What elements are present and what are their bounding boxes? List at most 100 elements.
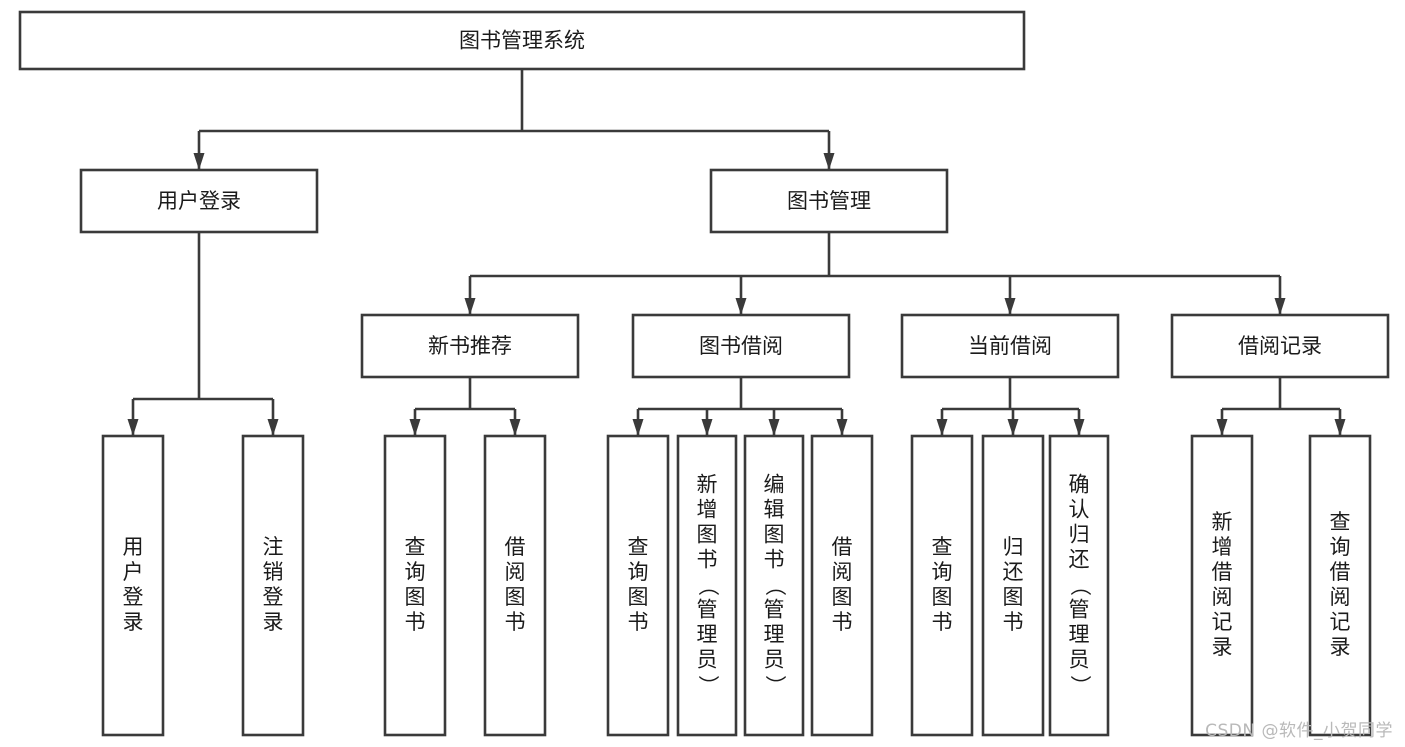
node-box-leaf-edit-book-admin[interactable] — [743, 434, 805, 737]
node-label-book-management: 图书管理 — [787, 189, 871, 213]
node-label-leaf-return-book-char-1: 还 — [1003, 560, 1024, 584]
node-label-leaf-confirm-return-admin-char-4: （ — [1068, 575, 1092, 596]
arrow-head-leaf-user-login-1 — [267, 419, 279, 436]
node-label-leaf-query-book-char-1: 询 — [628, 560, 649, 584]
arrow-head-leaf-book-borrow-0 — [632, 419, 644, 436]
node-label-leaf-edit-book-admin-char-6: 理 — [764, 623, 785, 647]
node-box-user-login[interactable] — [79, 168, 319, 234]
node-box-leaf-query-book-current[interactable] — [910, 434, 974, 737]
arrow-head-book-management-0 — [464, 298, 476, 315]
node-label-leaf-edit-book-admin-char-7: 员 — [764, 648, 785, 672]
node-box-leaf-query-borrow-record[interactable] — [1308, 434, 1372, 737]
node-label-leaf-query-book-current-char-3: 书 — [932, 610, 953, 634]
node-label-leaf-add-borrow-record-char-2: 借 — [1212, 560, 1233, 584]
node-box-leaf-borrow-book-recommend[interactable] — [483, 434, 547, 737]
node-label-leaf-edit-book-admin-char-0: 编 — [764, 473, 785, 497]
node-label-leaf-add-borrow-record-char-5: 录 — [1212, 635, 1233, 659]
node-label-leaf-borrow-book-recommend-char-3: 书 — [505, 610, 526, 634]
arrow-head-book-management-1 — [735, 298, 747, 315]
node-label-leaf-user-login-char-1: 户 — [123, 560, 144, 584]
node-label-leaf-edit-book-admin-char-5: 管 — [764, 598, 785, 622]
node-label-leaf-confirm-return-admin-char-6: 理 — [1069, 623, 1090, 647]
node-box-leaf-borrow-book[interactable] — [810, 434, 874, 737]
node-label-leaf-add-book-admin-char-1: 增 — [697, 498, 718, 522]
node-box-book-management[interactable] — [709, 168, 949, 234]
node-book-management[interactable]: 图书管理 — [709, 168, 949, 234]
arrow-head-root-0 — [193, 153, 205, 170]
node-label-leaf-query-book-current-char-0: 查 — [932, 535, 953, 559]
node-label-leaf-query-book-char-2: 图 — [628, 585, 649, 609]
node-label-leaf-confirm-return-admin-char-7: 员 — [1069, 648, 1090, 672]
node-label-leaf-query-borrow-record-char-2: 借 — [1330, 560, 1351, 584]
node-current-borrow[interactable]: 当前借阅 — [900, 313, 1120, 379]
node-label-leaf-user-login-char-2: 登 — [123, 585, 144, 609]
node-label-leaf-query-book-char-3: 书 — [628, 610, 649, 634]
node-label-leaf-query-borrow-record-char-4: 记 — [1330, 610, 1351, 634]
node-root[interactable]: 图书管理系统 — [18, 10, 1026, 71]
node-label-leaf-query-book-char-0: 查 — [628, 535, 649, 559]
node-label-leaf-user-login-char-0: 用 — [123, 535, 144, 559]
node-box-leaf-query-book[interactable] — [606, 434, 670, 737]
node-label-leaf-user-logout-char-2: 登 — [263, 585, 284, 609]
node-label-leaf-user-logout-char-3: 录 — [263, 610, 284, 634]
node-label-leaf-add-book-admin-char-2: 图 — [697, 523, 718, 547]
node-borrow-record[interactable]: 借阅记录 — [1170, 313, 1390, 379]
node-book-borrow[interactable]: 图书借阅 — [631, 313, 851, 379]
node-leaf-user-login[interactable]: 用户登录 — [101, 434, 165, 737]
node-box-leaf-user-login[interactable] — [101, 434, 165, 737]
node-label-user-login: 用户登录 — [157, 189, 241, 213]
node-label-leaf-query-borrow-record-char-1: 询 — [1330, 535, 1351, 559]
node-layer: 图书管理系统用户登录图书管理新书推荐图书借阅当前借阅借阅记录用户登录注销登录查询… — [18, 10, 1390, 737]
node-label-leaf-query-borrow-record-char-0: 查 — [1330, 510, 1351, 534]
node-label-leaf-edit-book-admin-char-2: 图 — [764, 523, 785, 547]
node-box-leaf-add-book-admin[interactable] — [676, 434, 738, 737]
node-box-book-borrow[interactable] — [631, 313, 851, 379]
arrow-head-leaf-new-book-recommend-1 — [509, 419, 521, 436]
node-box-borrow-record[interactable] — [1170, 313, 1390, 379]
arrow-head-leaf-new-book-recommend-0 — [409, 419, 421, 436]
node-box-leaf-return-book[interactable] — [981, 434, 1045, 737]
arrow-head-leaf-user-login-0 — [127, 419, 139, 436]
watermark-label: CSDN @软件_小贺同学 — [1205, 721, 1393, 741]
node-label-leaf-confirm-return-admin-char-0: 确 — [1069, 473, 1090, 497]
node-label-leaf-add-book-admin-char-3: 书 — [697, 548, 718, 572]
node-label-leaf-user-login-char-3: 录 — [123, 610, 144, 634]
node-box-current-borrow[interactable] — [900, 313, 1120, 379]
node-label-leaf-add-borrow-record-char-4: 记 — [1212, 610, 1233, 634]
node-new-book-recommend[interactable]: 新书推荐 — [360, 313, 580, 379]
arrow-head-leaf-borrow-record-1 — [1334, 419, 1346, 436]
node-box-leaf-query-book-recommend[interactable] — [383, 434, 447, 737]
arrow-head-leaf-current-borrow-1 — [1007, 419, 1019, 436]
node-box-leaf-user-logout[interactable] — [241, 434, 305, 737]
node-label-root: 图书管理系统 — [459, 29, 585, 53]
node-label-leaf-return-book-char-3: 书 — [1003, 610, 1024, 634]
node-box-root[interactable] — [18, 10, 1026, 71]
node-label-leaf-edit-book-admin-char-3: 书 — [764, 548, 785, 572]
arrow-head-book-management-3 — [1274, 298, 1286, 315]
node-label-leaf-add-book-admin-char-5: 管 — [697, 598, 718, 622]
node-label-leaf-edit-book-admin-char-8: ） — [763, 675, 787, 696]
node-user-login[interactable]: 用户登录 — [79, 168, 319, 234]
node-label-leaf-add-book-admin-char-7: 员 — [697, 648, 718, 672]
node-label-leaf-add-book-admin-char-8: ） — [696, 675, 720, 696]
arrow-head-leaf-current-borrow-0 — [936, 419, 948, 436]
node-box-leaf-confirm-return-admin[interactable] — [1048, 434, 1110, 737]
node-label-leaf-borrow-book-char-2: 图 — [832, 585, 853, 609]
node-box-new-book-recommend[interactable] — [360, 313, 580, 379]
node-box-leaf-add-borrow-record[interactable] — [1190, 434, 1254, 737]
node-label-leaf-user-logout-char-1: 销 — [263, 560, 284, 584]
